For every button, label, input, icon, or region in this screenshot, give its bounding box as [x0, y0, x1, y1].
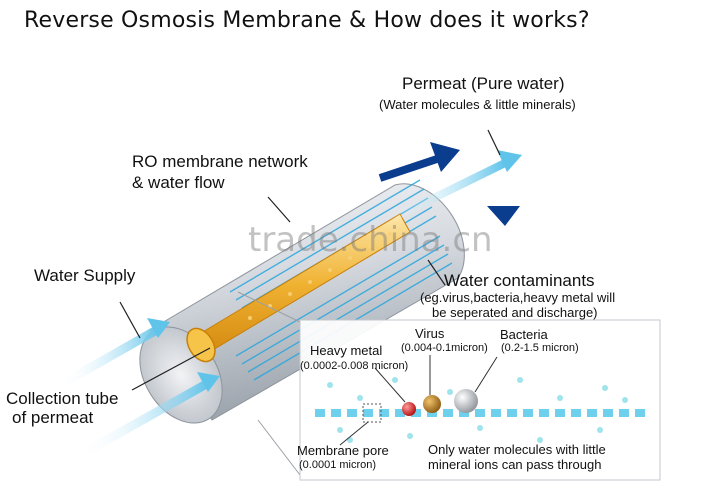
ro-network-label-2: & water flow	[132, 173, 225, 192]
pass-through-line-1: Only water molecules with little	[428, 442, 606, 457]
contaminants-line-1: (eg.virus,bacteria,heavy metal will	[420, 290, 616, 305]
permeate-arrow	[381, 150, 522, 226]
bacteria-label: Bacteria	[500, 327, 548, 342]
membrane-pore-label: Membrane pore	[297, 443, 389, 458]
permeat-subtitle: (Water molecules & little minerals)	[379, 97, 576, 112]
membrane-cylinder	[139, 179, 465, 424]
virus-label: Virus	[415, 326, 445, 341]
contaminants-title: Water contaminants	[444, 271, 595, 290]
heavy-metal-particle	[402, 402, 416, 416]
water-supply-arrows	[55, 318, 220, 460]
water-supply-label: Water Supply	[34, 266, 136, 285]
bacteria-size: (0.2-1.5 micron)	[501, 342, 579, 354]
detail-inset	[237, 291, 661, 481]
virus-size: (0.004-0.1micron)	[401, 342, 488, 354]
discharge-arrows	[378, 142, 520, 226]
pass-through-line-2: mineral ions can pass through	[428, 457, 602, 472]
pointer-lines	[119, 129, 501, 391]
collection-tube-label-2: of permeat	[12, 408, 94, 427]
membrane-pore-size: (0.0001 micron)	[299, 459, 377, 471]
heavy-metal-label: Heavy metal	[310, 343, 383, 358]
watermark-text: trade.china.cn	[248, 220, 493, 260]
contaminants-line-2: be seperated and discharge)	[432, 305, 598, 320]
bacteria-particle	[454, 389, 478, 413]
membrane-pore-marker	[362, 403, 382, 423]
heavy-metal-size: (0.0002-0.008 micron)	[300, 360, 409, 372]
page-title: Reverse Osmosis Membrane & How does it w…	[24, 8, 590, 33]
virus-particle	[423, 395, 441, 413]
ro-network-label-1: RO membrane network	[132, 152, 308, 171]
tube-opening	[186, 327, 216, 363]
collection-tube-label-1: Collection tube	[6, 389, 119, 408]
permeat-title: Permeat (Pure water)	[402, 74, 565, 93]
